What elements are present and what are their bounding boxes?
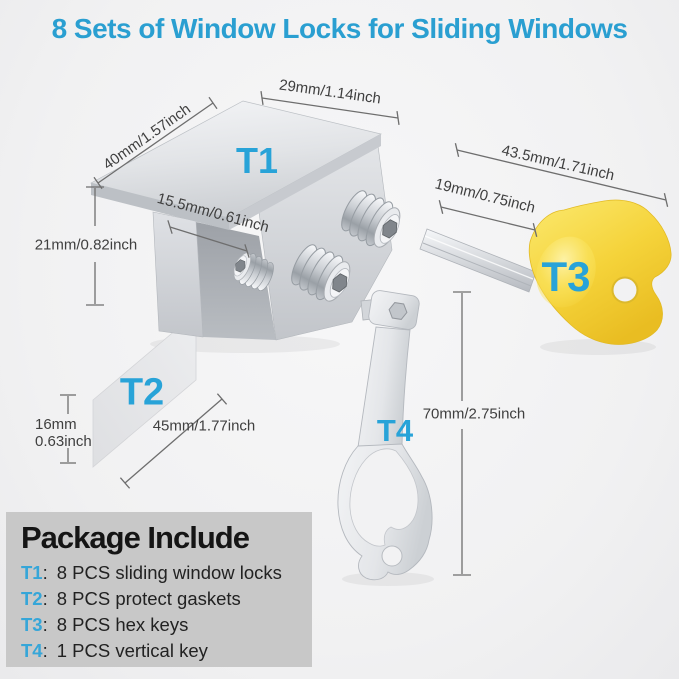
package-include-box: Package Include T1:8 PCS sliding window … bbox=[6, 512, 312, 667]
package-item-separator: : bbox=[42, 614, 48, 635]
dimension-lines bbox=[60, 91, 669, 576]
t1-lock bbox=[90, 100, 408, 341]
t4-bottom-hole bbox=[381, 545, 403, 567]
t1-height-dim: 21mm/0.82inch bbox=[34, 236, 138, 254]
t3-handle-boss bbox=[536, 236, 596, 308]
t3-hex-key bbox=[419, 199, 672, 345]
t3-label: T3 bbox=[541, 253, 591, 300]
dim-line-16mm bbox=[60, 394, 76, 464]
t3-handle-hole bbox=[611, 276, 639, 304]
package-item-separator: : bbox=[42, 640, 48, 661]
t2-label: T2 bbox=[119, 371, 165, 414]
dim-line-19mm bbox=[438, 200, 538, 237]
t3-yellow-handle bbox=[528, 199, 672, 345]
t1-left-leg bbox=[152, 211, 204, 338]
package-items: T1:8 PCS sliding window locks T2:8 PCS p… bbox=[21, 560, 306, 664]
t1-inner-channel bbox=[196, 222, 276, 340]
t4-vertical-key bbox=[337, 290, 433, 581]
t4-bell-cutout bbox=[349, 448, 419, 547]
package-item-label: T2 bbox=[21, 588, 43, 609]
t1-plate-edge-right bbox=[229, 134, 381, 230]
t2-gasket bbox=[92, 312, 197, 468]
t2-height-dim: 16mm 0.63inch bbox=[35, 416, 92, 451]
package-item-t3: T3:8 PCS hex keys bbox=[21, 612, 306, 638]
package-item-t1: T1:8 PCS sliding window locks bbox=[21, 560, 306, 586]
dim-line-45mm bbox=[119, 393, 228, 489]
dim-line-70mm bbox=[453, 291, 471, 576]
dim-line-15-5mm bbox=[167, 220, 250, 258]
package-item-text: 8 PCS sliding window locks bbox=[56, 562, 282, 583]
dim-line-21mm bbox=[86, 186, 104, 306]
package-item-separator: : bbox=[42, 562, 48, 583]
t4-label: T4 bbox=[376, 413, 414, 448]
t1-label: T1 bbox=[235, 140, 279, 181]
t2-height-mm: 16mm bbox=[35, 416, 77, 433]
package-item-text: 1 PCS vertical key bbox=[56, 640, 208, 661]
dim-line-43-5mm bbox=[454, 143, 669, 207]
dim-line-29mm bbox=[260, 91, 400, 125]
package-item-label: T4 bbox=[21, 640, 43, 661]
package-item-text: 8 PCS hex keys bbox=[56, 614, 189, 635]
t1-plate-edge-left bbox=[91, 183, 229, 230]
t2-length-dim: 45mm/1.77inch bbox=[152, 417, 256, 435]
package-item-label: T1 bbox=[21, 562, 43, 583]
package-item-text: 8 PCS protect gaskets bbox=[56, 588, 241, 609]
package-item-t2: T2:8 PCS protect gaskets bbox=[21, 586, 306, 612]
package-item-label: T3 bbox=[21, 614, 43, 635]
t4-length-dim: 70mm/2.75inch bbox=[422, 405, 526, 423]
package-title: Package Include bbox=[21, 520, 250, 555]
t2-height-inch: 0.63inch bbox=[35, 432, 92, 450]
package-item-t4: T4:1 PCS vertical key bbox=[21, 638, 306, 664]
package-item-separator: : bbox=[42, 588, 48, 609]
page-title: 8 Sets of Window Locks for Sliding Windo… bbox=[51, 13, 628, 44]
t3-hex-shaft bbox=[419, 228, 537, 293]
t4-hex-hole bbox=[388, 302, 408, 320]
